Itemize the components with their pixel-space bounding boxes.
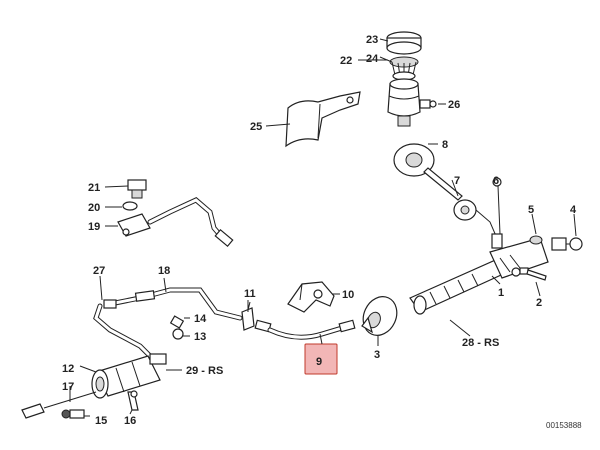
- callout-3[interactable]: 3: [374, 349, 380, 361]
- callout-19[interactable]: 19: [88, 221, 100, 233]
- pushrod-part-17: [21, 391, 97, 419]
- master-cylinder-part-1: [409, 235, 583, 315]
- callout-2[interactable]: 2: [536, 297, 542, 309]
- callout-7[interactable]: 7: [454, 175, 460, 187]
- callout-29-rs[interactable]: 29 - RS: [186, 365, 223, 377]
- bracket-part-25: [285, 91, 361, 148]
- callout-16[interactable]: 16: [124, 415, 136, 427]
- callout-28-rs[interactable]: 28 - RS: [462, 337, 499, 349]
- bolt-part-15: [61, 409, 85, 419]
- callout-27[interactable]: 27: [93, 265, 105, 277]
- callout-9[interactable]: 9: [316, 356, 322, 368]
- slave-cylinder-part-12: [91, 353, 167, 411]
- callout-12[interactable]: 12: [62, 363, 74, 375]
- callout-17[interactable]: 17: [62, 381, 74, 393]
- callout-26[interactable]: 26: [448, 99, 460, 111]
- callout-labels: 23 22 24 26 25 8 21 7 6 20 5 4 19 27 18 …: [62, 34, 577, 427]
- fittings-parts-13-14: [169, 315, 185, 340]
- highlight-box-part-9[interactable]: [304, 343, 338, 375]
- pushrod-parts-6-7-8: [393, 143, 503, 249]
- callout-1[interactable]: 1: [498, 287, 504, 299]
- boot-part-3: [361, 296, 398, 336]
- clip-part-11: [241, 300, 255, 331]
- fitting-part-19: [117, 213, 151, 237]
- callout-4[interactable]: 4: [570, 204, 577, 216]
- pipe-part-27: [93, 299, 153, 359]
- callout-20[interactable]: 20: [88, 202, 100, 214]
- pipe-part-18: [107, 287, 243, 321]
- bracket-part-10: [287, 281, 335, 313]
- reference-code: 00153888: [546, 421, 582, 430]
- callout-8[interactable]: 8: [442, 139, 448, 151]
- washer-part-20: [122, 201, 138, 211]
- callout-10[interactable]: 10: [342, 289, 354, 301]
- callout-24[interactable]: 24: [366, 53, 379, 65]
- switch-part-21: [127, 179, 147, 199]
- callout-22[interactable]: 22: [340, 55, 352, 67]
- callout-11[interactable]: 11: [244, 288, 256, 300]
- callout-23[interactable]: 23: [366, 34, 378, 46]
- callout-13[interactable]: 13: [194, 331, 206, 343]
- clutch-hose-part-9[interactable]: [254, 319, 356, 340]
- callout-25[interactable]: 25: [250, 121, 262, 133]
- callout-21[interactable]: 21: [88, 182, 100, 194]
- callout-14[interactable]: 14: [194, 313, 207, 325]
- callout-6[interactable]: 6: [493, 175, 499, 187]
- leader-lines: [69, 38, 577, 417]
- callout-5[interactable]: 5: [528, 204, 534, 216]
- callout-15[interactable]: 15: [95, 415, 107, 427]
- reservoir-assembly: [386, 31, 437, 127]
- pipe-part-19: [147, 197, 234, 248]
- callout-18[interactable]: 18: [158, 265, 170, 277]
